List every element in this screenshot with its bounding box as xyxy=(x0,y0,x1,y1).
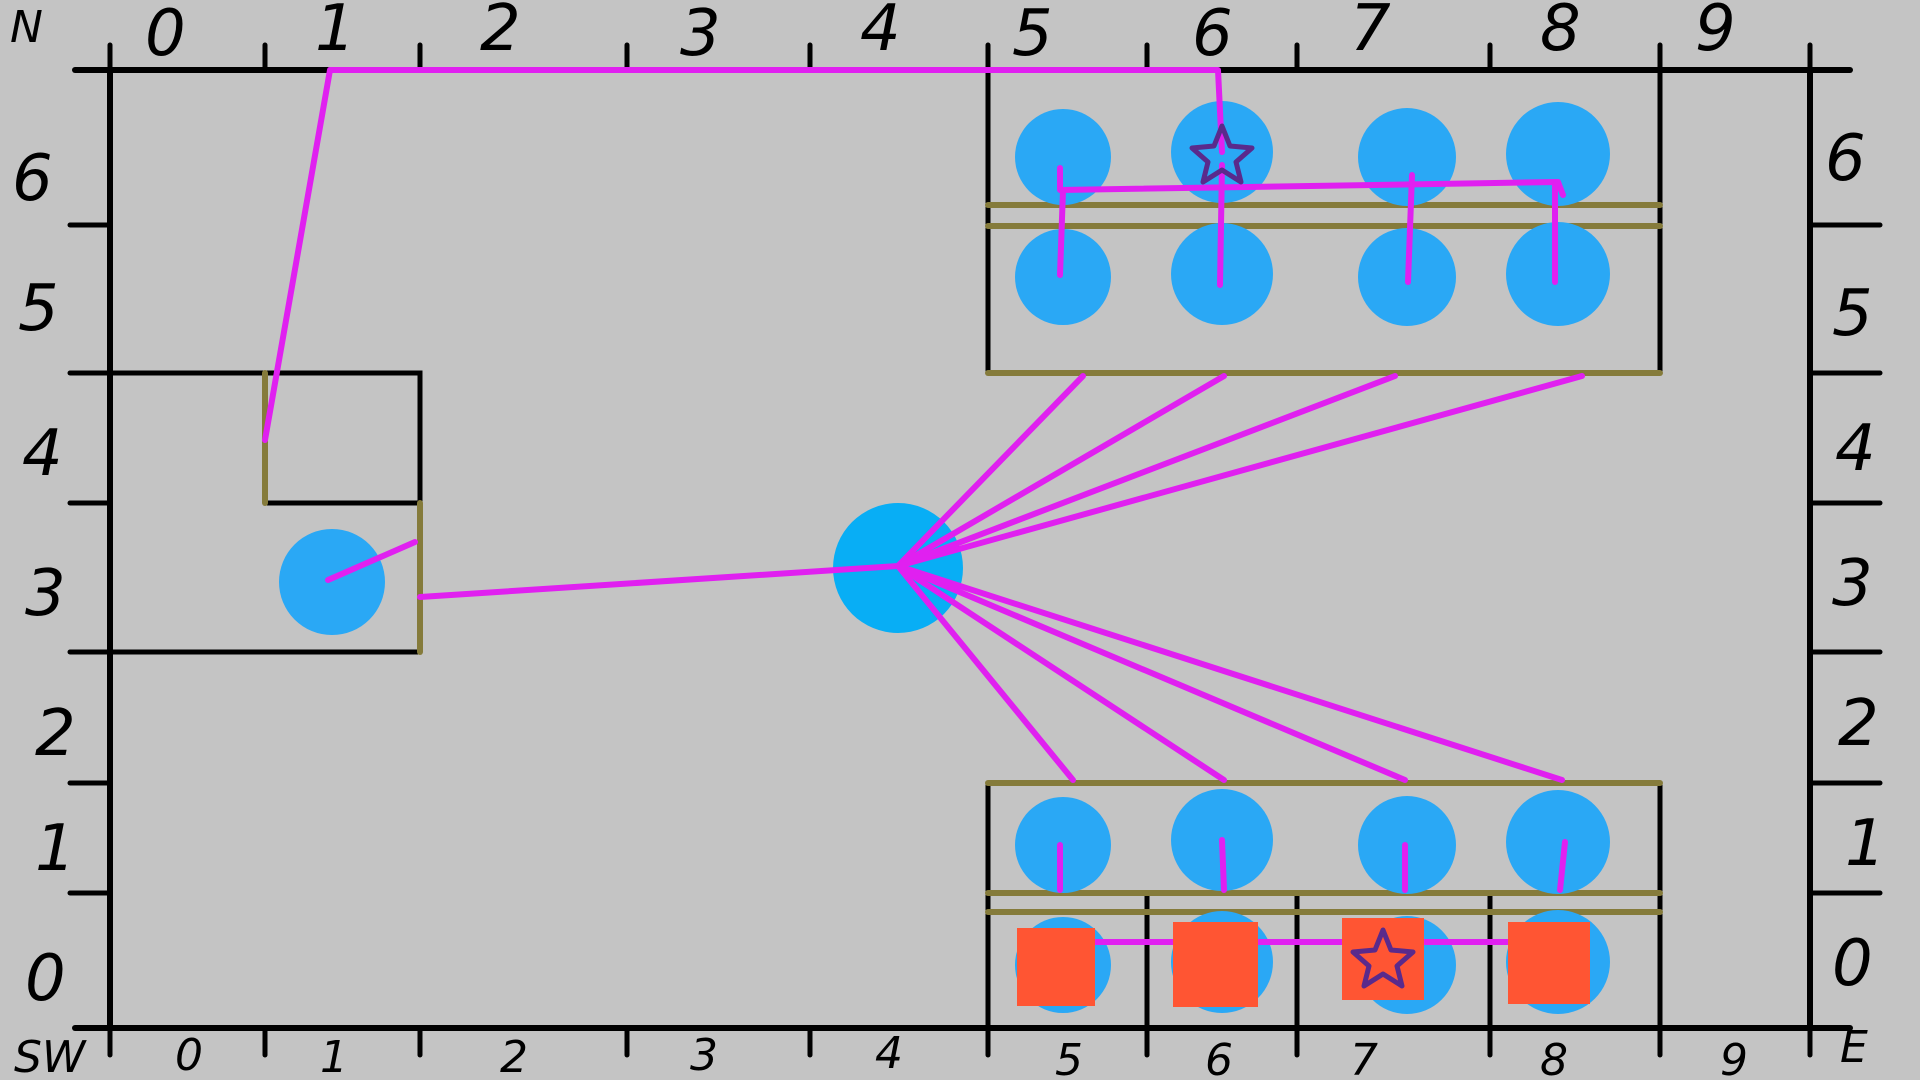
top-col-7: 7 xyxy=(1350,0,1391,66)
wire-left-node xyxy=(325,539,418,583)
wire-lower-drop-2 xyxy=(1219,837,1227,893)
wire-upper-drop-1 xyxy=(1057,187,1066,278)
wires xyxy=(262,67,1585,945)
left-row-6: 6 xyxy=(12,142,53,216)
wire-top-loop xyxy=(262,67,1225,443)
bottom-col-0: 0 xyxy=(175,1030,203,1080)
top-col-6: 6 xyxy=(1192,0,1233,71)
stars xyxy=(1189,123,1416,989)
top-col-4: 4 xyxy=(860,0,901,66)
right-row-1: 1 xyxy=(1845,807,1886,881)
square-block-icon xyxy=(1017,928,1095,1006)
wire-upper-drop-2 xyxy=(1217,162,1225,288)
bottom-col-6: 6 xyxy=(1205,1035,1233,1080)
wire-hub-up-2 xyxy=(895,373,1227,569)
lower-block-outline xyxy=(985,780,1663,1031)
wire-hub-down-1 xyxy=(895,563,1076,783)
top-col-2: 2 xyxy=(480,0,521,66)
bottom-col-7: 7 xyxy=(1350,1035,1378,1080)
node-lower-a4 xyxy=(1506,790,1610,894)
right-row-3: 3 xyxy=(1832,547,1873,621)
node-upper-b1 xyxy=(1015,229,1111,325)
wire-hub-down-3 xyxy=(895,563,1408,783)
left-row-4: 4 xyxy=(22,417,63,491)
star-icon xyxy=(1350,927,1416,989)
node-upper-a3 xyxy=(1358,108,1456,206)
upper-block-outline xyxy=(985,67,1663,376)
row-ticks xyxy=(67,222,1883,896)
left-row-2: 2 xyxy=(35,697,76,771)
wire-hub-down-4 xyxy=(895,563,1565,783)
wire-hub-up-4 xyxy=(895,373,1585,569)
column-ticks xyxy=(107,42,1813,1058)
axis-labels: N SW E 0 1 2 3 4 5 6 7 8 9 0 1 2 3 4 5 6… xyxy=(10,0,1886,1080)
right-row-2: 2 xyxy=(1838,687,1879,761)
bottom-col-1: 1 xyxy=(320,1032,348,1080)
bottom-col-9: 9 xyxy=(1720,1035,1748,1080)
node-left-room xyxy=(279,529,385,635)
east-label: E xyxy=(1840,1022,1868,1073)
top-col-0: 0 xyxy=(145,0,186,71)
top-col-5: 5 xyxy=(1012,0,1053,71)
wire-hub-up-1 xyxy=(895,373,1086,569)
bottom-col-4: 4 xyxy=(875,1028,903,1079)
star-icon xyxy=(1189,123,1255,185)
wire-left-to-hub xyxy=(417,563,901,600)
wire-lower-drop-4 xyxy=(1557,839,1568,893)
top-col-8: 8 xyxy=(1540,0,1581,66)
bottom-col-3: 3 xyxy=(690,1030,718,1080)
north-label: N xyxy=(10,2,43,53)
square-block-icon xyxy=(1173,922,1258,1007)
wire-hub-down-2 xyxy=(895,563,1227,783)
node-upper-a1 xyxy=(1015,109,1111,205)
right-row-0: 0 xyxy=(1832,927,1873,1001)
left-row-5: 5 xyxy=(18,272,59,346)
top-col-9: 9 xyxy=(1695,0,1736,66)
wire-upper-drop-3 xyxy=(1405,172,1415,285)
bottom-col-8: 8 xyxy=(1540,1035,1568,1080)
wire-upper-bus xyxy=(1057,165,1566,198)
right-row-4: 4 xyxy=(1835,412,1876,486)
bottom-col-2: 2 xyxy=(500,1032,528,1080)
top-col-1: 1 xyxy=(315,0,356,66)
left-row-1: 1 xyxy=(35,812,76,886)
blocks xyxy=(1017,918,1590,1007)
square-block-icon xyxy=(1508,922,1590,1004)
right-row-5: 5 xyxy=(1832,277,1873,351)
southwest-label: SW xyxy=(14,1032,87,1080)
top-col-3: 3 xyxy=(680,0,721,71)
right-row-6: 6 xyxy=(1825,122,1866,196)
wire-hub-up-3 xyxy=(895,373,1398,569)
left-row-3: 3 xyxy=(25,557,66,631)
bottom-col-5: 5 xyxy=(1055,1035,1083,1080)
left-row-0: 0 xyxy=(25,942,66,1016)
